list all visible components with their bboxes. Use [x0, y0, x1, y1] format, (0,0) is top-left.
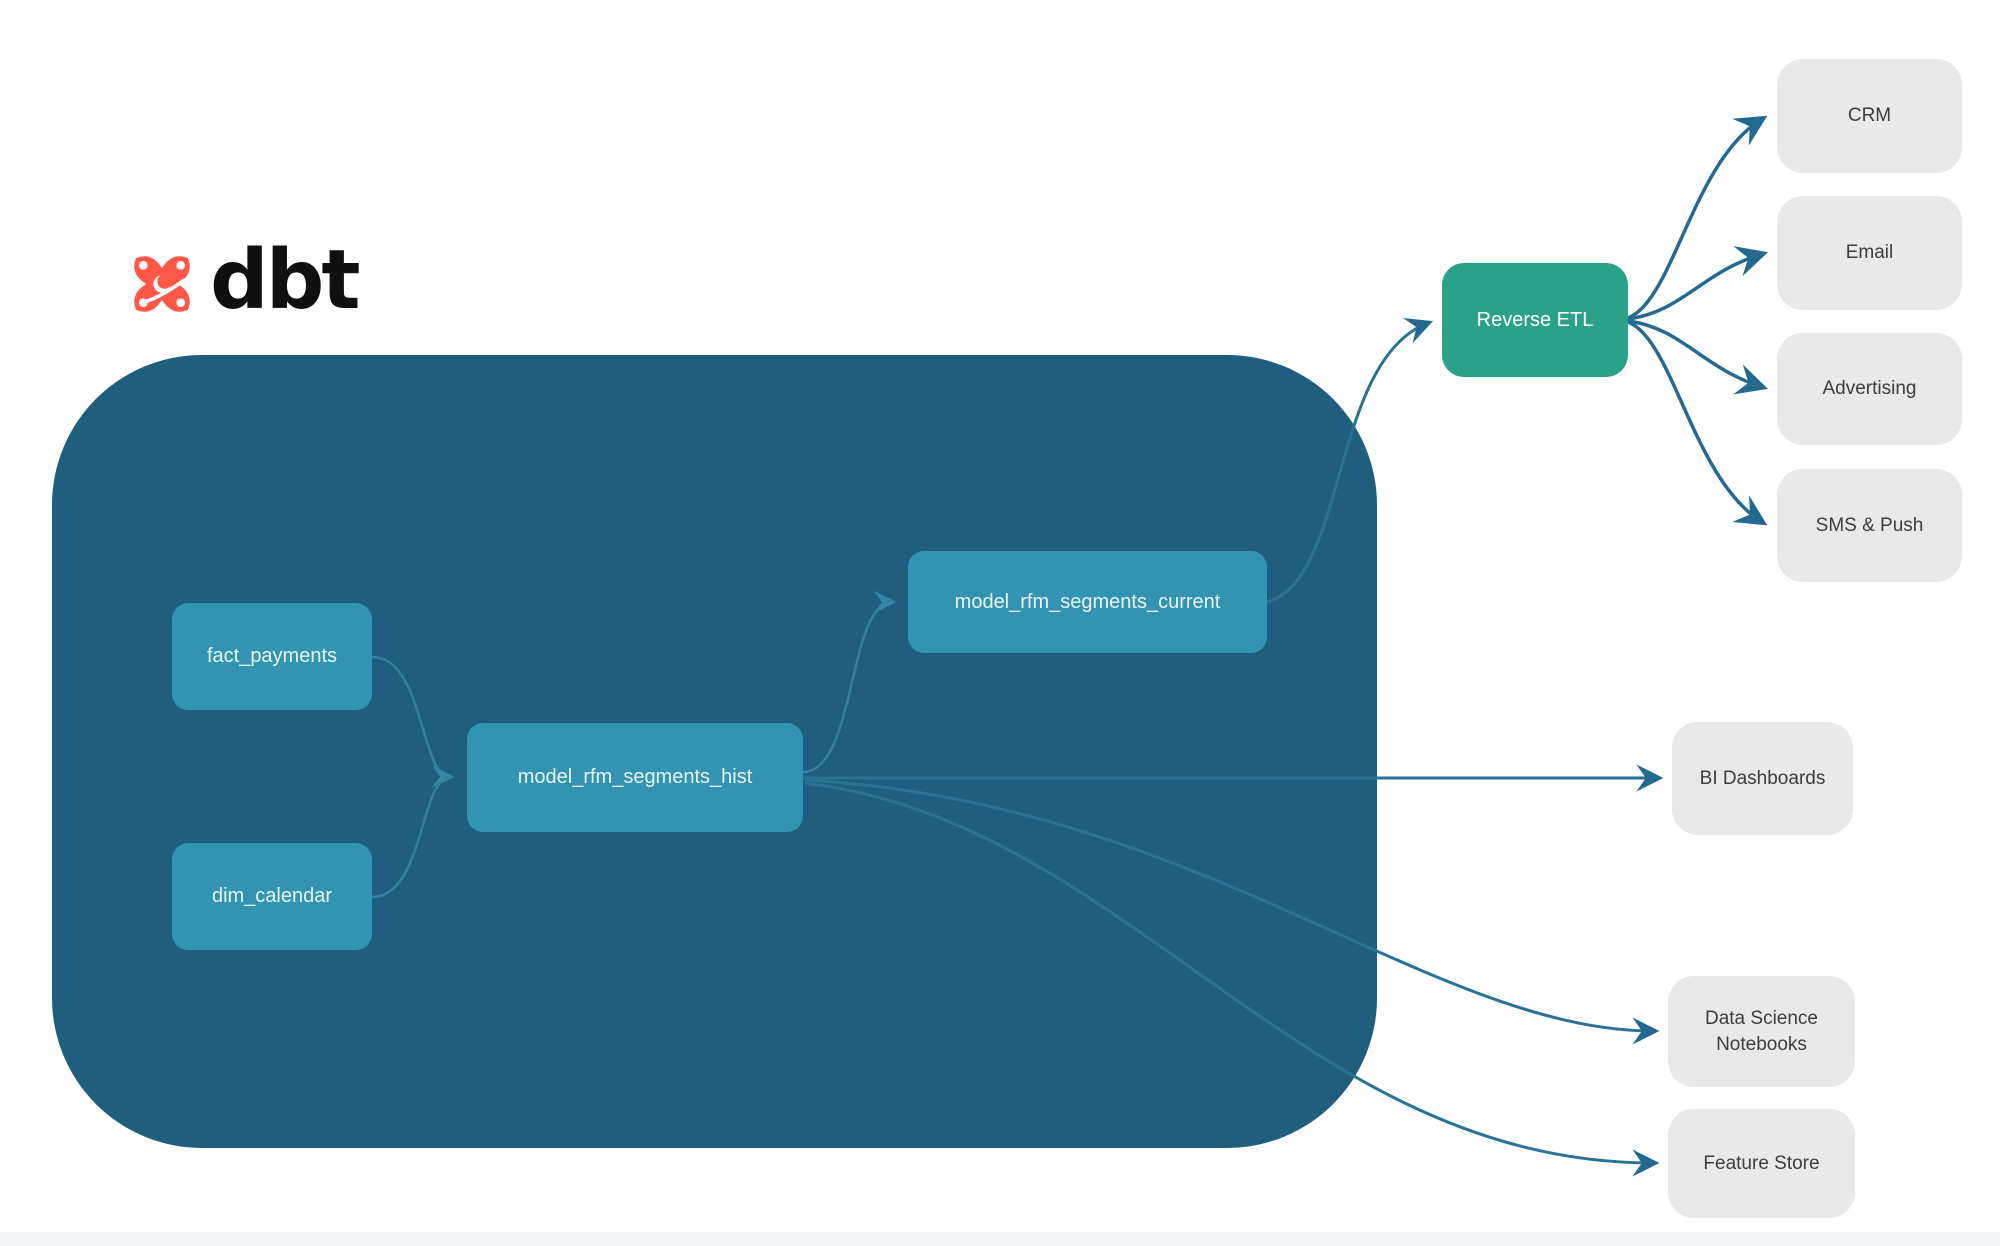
node-label: CRM: [1847, 105, 1892, 127]
dbt-logo: dbt: [126, 240, 361, 322]
node-sms-push: SMS & Push: [1777, 469, 1962, 582]
bottom-strip: [0, 1232, 2000, 1246]
node-bi-dashboards: BI Dashboards: [1672, 722, 1853, 835]
node-label: Feature Store: [1703, 1152, 1820, 1174]
node-email: Email: [1777, 196, 1962, 310]
node-model-rfm-segments-current: model_rfm_segments_current: [908, 551, 1267, 653]
node-label: SMS & Push: [1815, 514, 1924, 536]
node-label: model_rfm_segments_hist: [517, 766, 753, 788]
node-label: Reverse ETL: [1476, 308, 1594, 331]
node-label: Data Science Notebooks: [1704, 1007, 1818, 1055]
node-fact-payments: fact_payments: [172, 603, 372, 710]
edge-reverse-etl-to-advertising: [1627, 319, 1769, 395]
node-model-rfm-segments-hist: model_rfm_segments_hist: [467, 723, 803, 832]
node-label: BI Dashboards: [1699, 767, 1826, 789]
node-feature-store: Feature Store: [1668, 1109, 1855, 1218]
dbt-supernova-icon: [134, 256, 190, 312]
edge-reverse-etl-to-email: [1627, 246, 1769, 321]
node-reverse-etl: Reverse ETL: [1442, 263, 1628, 377]
edge-reverse-etl-to-sms-push: [1627, 320, 1768, 526]
node-label: Email: [1845, 242, 1894, 264]
node-data-science-notebooks: Data Science Notebooks: [1668, 976, 1855, 1087]
node-label: fact_payments: [206, 645, 338, 667]
dbt-wordmark: dbt: [210, 233, 361, 328]
node-label: dim_calendar: [211, 885, 333, 907]
edge-reverse-etl-to-crm: [1627, 115, 1768, 320]
node-label: Advertising: [1822, 378, 1917, 400]
node-advertising: Advertising: [1777, 333, 1962, 445]
node-crm: CRM: [1777, 59, 1962, 173]
node-label: model_rfm_segments_current: [954, 590, 1221, 613]
node-dim-calendar: dim_calendar: [172, 843, 372, 950]
